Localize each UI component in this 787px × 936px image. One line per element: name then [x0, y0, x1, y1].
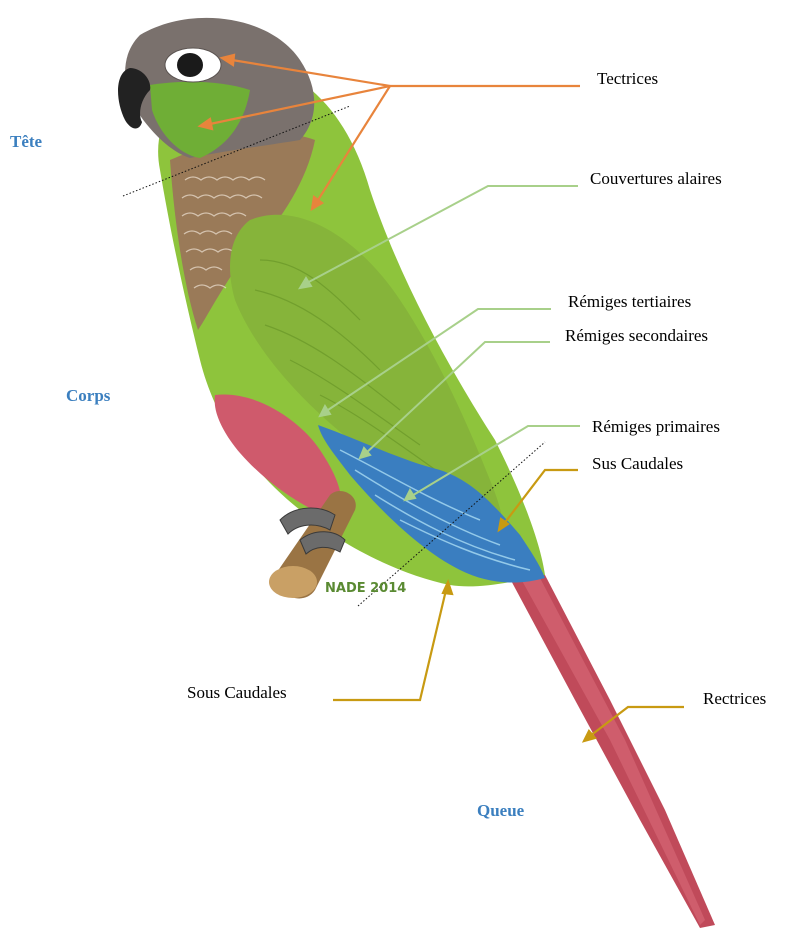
label-remiges-primaires: Rémiges primaires	[592, 418, 720, 435]
label-sous-caudales: Sous Caudales	[187, 684, 287, 701]
label-remiges-tertiaires: Rémiges tertiaires	[568, 293, 691, 310]
label-rectrices: Rectrices	[703, 690, 766, 707]
artist-credit: NADE 2014	[325, 582, 406, 595]
eye	[177, 53, 203, 77]
region-label-tail: Queue	[477, 802, 524, 819]
label-couvertures-alaires: Couvertures alaires	[590, 170, 722, 187]
label-remiges-secondaires: Rémiges secondaires	[565, 327, 708, 344]
label-sus-caudales: Sus Caudales	[592, 455, 683, 472]
perch-end	[269, 566, 317, 598]
label-tectrices: Tectrices	[597, 70, 658, 87]
region-label-body: Corps	[66, 387, 110, 404]
region-label-head: Tête	[10, 133, 42, 150]
